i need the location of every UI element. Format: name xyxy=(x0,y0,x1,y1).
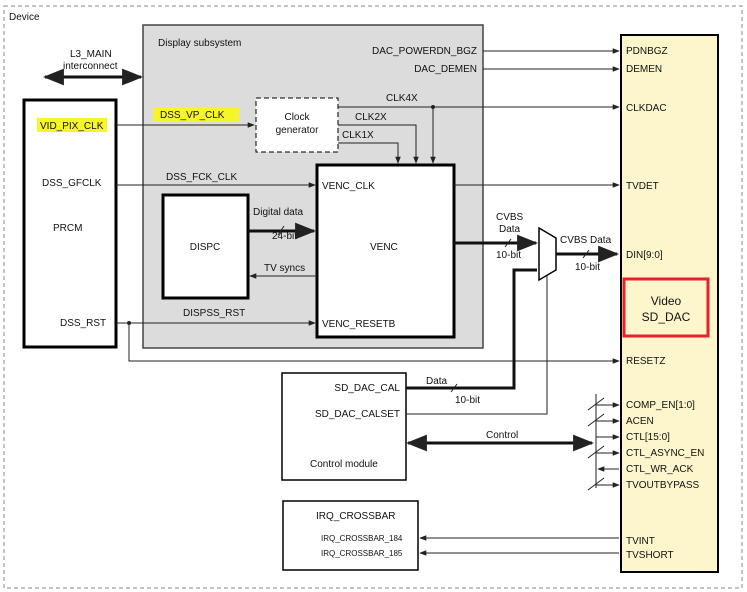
video-sd-dac-title-1: Video xyxy=(651,294,682,308)
pin-demen: DEMEN xyxy=(626,64,662,75)
device-label: Device xyxy=(9,12,40,23)
cvbs-width-label-1: 10-bit xyxy=(496,250,521,261)
l3-main-label: L3_MAIN xyxy=(70,49,112,60)
prcm-block xyxy=(22,98,118,349)
pin-ctl-async-en: CTL_ASYNC_EN xyxy=(626,448,704,459)
dss-rst-label: DSS_RST xyxy=(60,318,106,329)
pin-pdnbgz: PDNBGZ xyxy=(626,46,668,57)
video-sd-dac-highlight-box xyxy=(622,277,710,338)
dss-vp-clk-highlight xyxy=(153,107,239,121)
device-boundary xyxy=(3,5,743,589)
cvbs-width-label-2: 10-bit xyxy=(575,262,600,273)
cal-data-label: Data xyxy=(426,376,448,387)
pin-din: DIN[9:0] xyxy=(626,250,663,261)
connections xyxy=(116,48,620,556)
clk2x-label: CLK2X xyxy=(355,112,387,123)
digital-data-width-label: 24-bit xyxy=(272,231,297,242)
dss-gfclk-label: DSS_GFCLK xyxy=(42,178,102,189)
clk4x-label: CLK4X xyxy=(386,93,418,104)
cvbs-data-label: Data xyxy=(499,224,521,235)
dss-fck-clk-label: DSS_FCK_CLK xyxy=(166,172,237,183)
control-module-title: Control module xyxy=(310,459,378,470)
irq-crossbar-185-label: IRQ_CROSSBAR_185 xyxy=(321,549,403,558)
vid-pix-clk-highlight xyxy=(37,118,107,132)
sd-dac-cal-label: SD_DAC_CAL xyxy=(334,383,400,394)
dispss-rst-label: DISPSS_RST xyxy=(183,308,245,319)
l3-interconnect-label: interconnect xyxy=(63,61,118,72)
pin-clkdac: CLKDAC xyxy=(626,103,667,114)
control-module-block xyxy=(281,372,407,481)
digital-data-label: Digital data xyxy=(253,207,303,218)
dispc-block xyxy=(161,193,250,300)
pin-ctl: CTL[15:0] xyxy=(626,432,670,443)
irq-crossbar-184-label: IRQ_CROSSBAR_184 xyxy=(321,534,403,543)
clock-generator-label-1: Clock xyxy=(284,112,310,123)
pin-comp-en: COMP_EN[1:0] xyxy=(626,400,695,411)
irq-crossbar-title: IRQ_CROSSBAR xyxy=(316,511,395,522)
pin-tvint: TVINT xyxy=(626,536,655,547)
irq-crossbar-block xyxy=(282,500,419,571)
cvbs-label: CVBS xyxy=(496,212,524,223)
dss-vp-clk-label: DSS_VP_CLK xyxy=(160,110,225,121)
video-sd-dac-title-2: SD_DAC xyxy=(642,310,691,324)
cvbs-mux xyxy=(538,226,557,282)
clk1x-label: CLK1X xyxy=(342,130,374,141)
display-subsystem-title: Display subsystem xyxy=(158,38,241,49)
dispc-title: DISPC xyxy=(190,242,221,253)
pin-tvoutbypass: TVOUTBYPASS xyxy=(626,480,699,491)
venc-resetb-label: VENC_RESETB xyxy=(322,319,396,330)
dac-demen-label: DAC_DEMEN xyxy=(414,64,477,75)
sd-dac-calset-label: SD_DAC_CALSET xyxy=(315,409,400,420)
control-bus-label: Control xyxy=(486,430,518,441)
venc-clk-label: VENC_CLK xyxy=(322,181,375,192)
pin-resetz: RESETZ xyxy=(626,356,665,367)
clock-generator-label-2: generator xyxy=(276,125,319,136)
dac-powerdn-bgz-label: DAC_POWERDN_BGZ xyxy=(372,46,477,57)
cal-data-width-label: 10-bit xyxy=(455,395,480,406)
venc-block xyxy=(315,163,456,339)
pin-tvshort: TVSHORT xyxy=(626,550,674,561)
video-sd-dac-block xyxy=(620,34,719,573)
pin-tvdet: TVDET xyxy=(626,181,659,192)
vid-pix-clk-label: VID_PIX_CLK xyxy=(40,121,104,132)
tv-syncs-label: TV syncs xyxy=(264,263,305,274)
pin-ctl-wr-ack: CTL_WR_ACK xyxy=(626,464,694,475)
cvbs-output-label: CVBS Data xyxy=(560,235,612,246)
prcm-title: PRCM xyxy=(53,223,82,234)
venc-title: VENC xyxy=(370,242,398,253)
pin-acen: ACEN xyxy=(626,416,654,427)
